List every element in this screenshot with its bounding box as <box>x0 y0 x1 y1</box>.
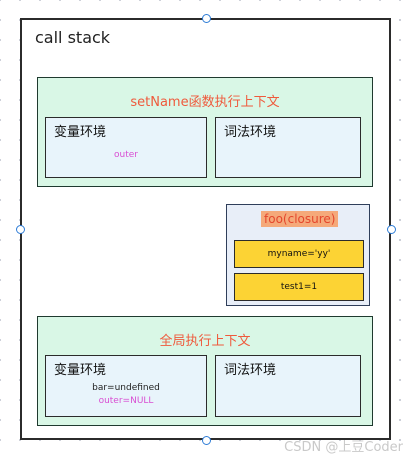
setname-outer-ref: outer <box>114 150 138 160</box>
setname-lexical-env[interactable]: 词法环境 <box>215 117 361 178</box>
setname-lexical-env-label: 词法环境 <box>224 125 277 140</box>
global-lexical-env-label: 词法环境 <box>224 363 277 378</box>
setname-variable-env-label: 变量环境 <box>54 125 107 140</box>
closure-var-myname: myname='yy' <box>234 240 364 268</box>
closure-title: foo(closure) <box>261 211 339 227</box>
closure-var-test1: test1=1 <box>234 273 364 301</box>
resize-handle-bottom[interactable] <box>202 436 211 445</box>
global-context[interactable]: 全局执行上下文 变量环境 bar=undefined outer=NULL 词法… <box>37 316 373 426</box>
call-stack-title: call stack <box>35 28 111 47</box>
global-variable-env-label: 变量环境 <box>54 363 107 378</box>
setname-context[interactable]: setName函数执行上下文 变量环境 outer 词法环境 <box>37 77 373 187</box>
global-context-title: 全局执行上下文 <box>159 334 251 349</box>
resize-handle-top[interactable] <box>202 14 211 23</box>
global-lexical-env[interactable]: 词法环境 <box>215 355 361 417</box>
watermark: CSDN @上豆Coder <box>284 440 403 455</box>
global-variable-env[interactable]: 变量环境 bar=undefined outer=NULL <box>45 355 207 417</box>
resize-handle-left[interactable] <box>16 225 25 234</box>
global-outer-ref: outer=NULL <box>98 396 154 406</box>
foo-closure[interactable]: foo(closure) myname='yy' test1=1 <box>226 204 370 306</box>
resize-handle-right[interactable] <box>387 225 396 234</box>
setname-variable-env[interactable]: 变量环境 outer <box>45 117 207 178</box>
setname-context-title: setName函数执行上下文 <box>130 95 280 110</box>
global-bar-var: bar=undefined <box>92 383 160 393</box>
